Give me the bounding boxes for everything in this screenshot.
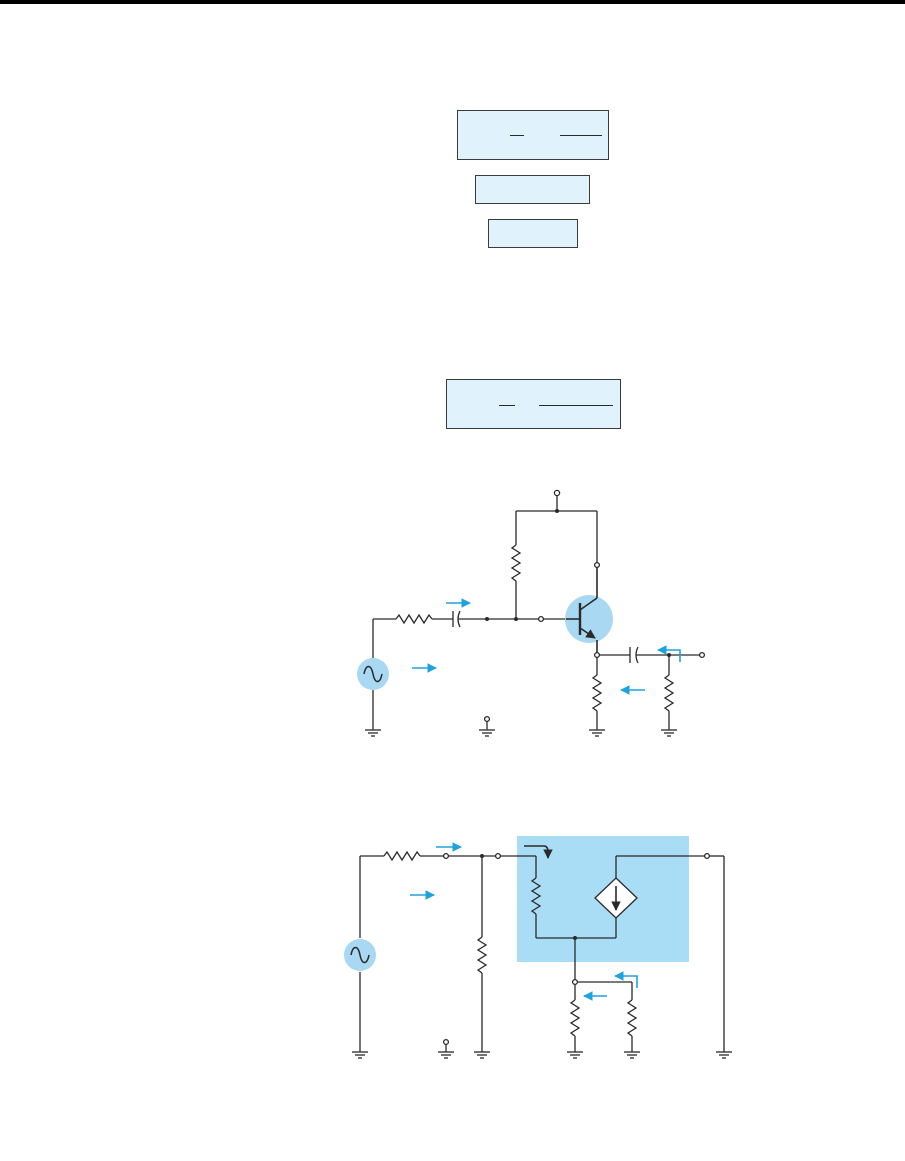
beta-re-resistor (530, 877, 542, 915)
ground-icon (365, 729, 381, 737)
sine-source-icon (344, 939, 376, 971)
ground-icon (567, 1051, 583, 1059)
collector-terminal (593, 561, 601, 569)
source-resistor (383, 850, 421, 862)
equation-box-1 (457, 110, 609, 160)
ground-icon (716, 1051, 732, 1059)
output-terminal (698, 651, 706, 659)
load-resistor (626, 999, 638, 1037)
collector-terminal (703, 852, 711, 860)
base-bias-resistor (476, 936, 488, 974)
ground-icon (474, 1051, 490, 1059)
load-resistor (663, 674, 675, 712)
junction-dot (514, 617, 518, 621)
arrow-icon (657, 645, 681, 662)
ground-terminal-icon (479, 715, 495, 737)
arrow-icon (524, 845, 553, 859)
fraction-bar (510, 135, 524, 136)
arrow-icon (614, 971, 638, 988)
equation-box-2 (475, 175, 590, 204)
vcc-terminal (553, 489, 561, 511)
fraction-bar (499, 405, 515, 406)
junction-dot (667, 653, 671, 657)
base-resistor (510, 544, 522, 582)
emitter-follower-circuit (357, 489, 706, 737)
equation-box-4 (446, 379, 621, 429)
page-top-rule (0, 0, 905, 4)
emitter-terminal (593, 651, 601, 659)
equation-box-3 (488, 219, 578, 248)
fraction-bar (539, 405, 613, 406)
emitter-resistor (569, 999, 581, 1037)
base-terminal (537, 615, 545, 623)
sine-source-icon (357, 658, 389, 690)
equivalent-circuit (344, 836, 732, 1059)
fraction-bar (560, 135, 602, 136)
source-resistor (395, 613, 433, 625)
current-source-diamond-icon (594, 877, 638, 919)
npn-transistor-icon (565, 567, 613, 653)
input-terminal (442, 852, 450, 860)
ground-icon (352, 1051, 368, 1059)
ground-terminal-icon (438, 1038, 454, 1059)
junction-dot (573, 936, 577, 940)
junction-dot (480, 854, 484, 858)
ground-icon (624, 1051, 640, 1059)
emitter-terminal (571, 978, 579, 986)
base-terminal (494, 852, 502, 860)
junction-dot (485, 617, 489, 621)
junction-dot (555, 509, 559, 513)
ground-icon (661, 729, 677, 737)
ground-icon (589, 729, 605, 737)
emitter-resistor (591, 674, 603, 712)
